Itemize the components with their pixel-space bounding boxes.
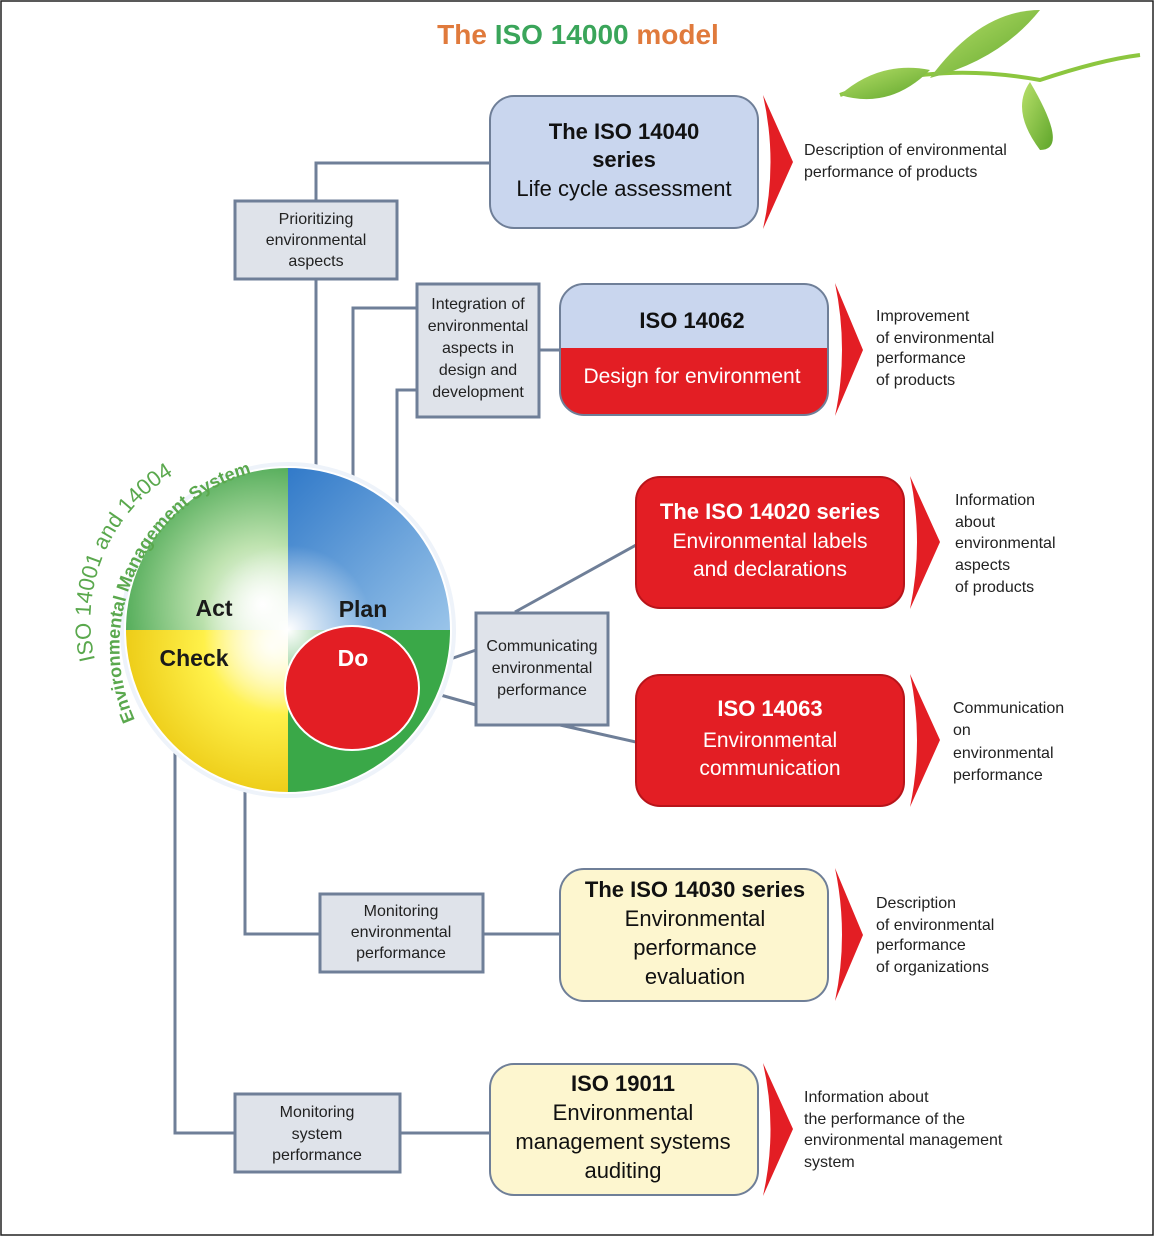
outcome-14020-line-3: environmental: [955, 535, 1056, 552]
monitoring-sys-line-2: system: [292, 1126, 343, 1143]
outcome-14020-line-5: of products: [955, 579, 1034, 596]
output-arrows: [763, 95, 940, 1196]
outcome-19011-line-1: Information about: [804, 1089, 929, 1106]
monitoring-sys-line-3: performance: [272, 1147, 362, 1164]
prioritizing-line-3: aspects: [288, 253, 343, 270]
monitoring-env-line-3: performance: [356, 945, 446, 962]
outcome-14063-line-4: performance: [953, 767, 1043, 784]
iso-14063-line-2: Environmental: [703, 729, 837, 752]
arrow-14062-icon: [835, 283, 863, 416]
leaf-decoration-icon: [839, 10, 1141, 150]
outcome-14063: Communication on environmental performan…: [953, 700, 1064, 784]
iso-19011-line-4: auditing: [584, 1158, 661, 1183]
outcome-14030-line-3: performance: [876, 937, 966, 954]
outcome-14030-line-4: of organizations: [876, 959, 989, 976]
diagram-title: The ISO 14000 model: [437, 19, 719, 50]
communicating-line-2: environmental: [492, 660, 593, 677]
outcome-14040-line-2: performance of products: [804, 164, 977, 181]
iso-14030-box: The ISO 14030 series Environmental perfo…: [559, 868, 829, 1002]
outcome-14020-line-2: about: [955, 514, 996, 531]
outcome-19011: Information about the performance of the…: [804, 1089, 1003, 1171]
prioritizing-line-2: environmental: [266, 232, 367, 249]
outcome-14062-line-1: Improvement: [876, 308, 970, 325]
outcome-14030-line-2: of environmental: [876, 917, 994, 934]
integration-line-4: design and: [439, 362, 517, 379]
monitoring-env-line-1: Monitoring: [364, 903, 439, 920]
monitoring-system-box: Monitoring system performance: [233, 1092, 402, 1174]
outcome-14030-line-1: Description: [876, 895, 956, 912]
connector-monitoring-check: [237, 767, 320, 936]
arrow-14040-icon: [763, 95, 793, 229]
communicating-box: Communicating environmental performance: [474, 611, 610, 727]
integration-line-5: development: [432, 384, 524, 401]
monitoring-sys-line-1: Monitoring: [280, 1104, 355, 1121]
iso-14030-line-4: evaluation: [645, 964, 745, 989]
plan-label: Plan: [339, 596, 388, 622]
prioritizing-box: Prioritizing environmental aspects: [233, 199, 399, 281]
iso-14020-line-3: and declarations: [693, 558, 847, 581]
iso-14063-box: ISO 14063 Environmental communication: [635, 674, 905, 807]
iso-14063-line-1: ISO 14063: [717, 696, 822, 721]
connector-communicating-14063: [559, 723, 637, 744]
prioritizing-line-1: Prioritizing: [279, 211, 354, 228]
iso-14030-line-3: performance: [633, 935, 757, 960]
outcome-14030: Description of environmental performance…: [876, 895, 994, 976]
arrow-19011-icon: [763, 1063, 793, 1196]
integration-line-3: aspects in: [442, 340, 514, 357]
arrow-14020-icon: [910, 476, 940, 609]
connector-monitoring-sys-check: [167, 712, 235, 1135]
iso-14030-line-2: Environmental: [625, 906, 766, 931]
iso-14040-line-3: Life cycle assessment: [516, 176, 731, 201]
integration-box: Integration of environmental aspects in …: [415, 282, 541, 419]
iso-14020-line-2: Environmental labels: [673, 530, 868, 553]
check-label: Check: [159, 645, 228, 671]
connector-communicating-14020: [514, 543, 637, 614]
outcome-14040: Description of environmental performance…: [804, 142, 1007, 181]
outcome-19011-line-3: environmental management: [804, 1132, 1003, 1149]
integration-line-1: Integration of: [431, 296, 525, 313]
iso-14020-line-1: The ISO 14020 series: [660, 499, 880, 524]
outcome-14062-line-2: of environmental: [876, 330, 994, 347]
iso-14062-title: ISO 14062: [639, 308, 744, 333]
iso-19011-line-3: management systems: [515, 1129, 730, 1154]
outcome-19011-line-4: system: [804, 1154, 855, 1171]
outcome-14063-line-1: Communication: [953, 700, 1064, 717]
do-disc: [284, 625, 420, 751]
outcome-14062-line-4: of products: [876, 372, 955, 389]
communicating-line-1: Communicating: [486, 638, 597, 655]
iso-14020-box: The ISO 14020 series Environmental label…: [635, 476, 905, 609]
iso-14063-line-3: communication: [699, 757, 840, 780]
iso-19011-box: ISO 19011 Environmental management syste…: [489, 1063, 759, 1196]
outcome-14062: Improvement of environmental performance…: [876, 308, 994, 389]
outcome-14063-line-3: environmental: [953, 745, 1054, 762]
iso-14062-box: ISO 14062 Design for environment: [559, 283, 829, 416]
communicating-line-3: performance: [497, 682, 587, 699]
monitoring-env-line-2: environmental: [351, 924, 452, 941]
integration-line-2: environmental: [428, 318, 529, 335]
iso-14040-line-2: series: [592, 147, 656, 172]
iso-19011-line-1: ISO 19011: [571, 1071, 675, 1096]
outcome-14040-line-1: Description of environmental: [804, 142, 1007, 159]
iso-14040-box: The ISO 14040 series Life cycle assessme…: [489, 95, 759, 229]
do-label: Do: [338, 645, 369, 671]
outcome-14063-line-2: on: [953, 722, 971, 739]
monitoring-environmental-box: Monitoring environmental performance: [318, 892, 485, 974]
iso-14062-subtitle: Design for environment: [583, 365, 800, 388]
connector-14040-prioritizing: [314, 161, 490, 200]
outcome-14020: Information about environmental aspects …: [955, 492, 1056, 596]
outcome-19011-line-2: the performance of the: [804, 1111, 965, 1128]
act-label: Act: [195, 595, 232, 621]
outcome-14020-line-1: Information: [955, 492, 1035, 509]
iso-19011-line-2: Environmental: [553, 1100, 694, 1125]
arrow-14030-icon: [835, 868, 863, 1001]
arrow-14063-icon: [910, 674, 940, 807]
outcome-14020-line-4: aspects: [955, 557, 1010, 574]
outcome-14062-line-3: performance: [876, 350, 966, 367]
iso-14030-line-1: The ISO 14030 series: [585, 877, 805, 902]
outcomes: Description of environmental performance…: [804, 142, 1064, 1171]
iso-14040-line-1: The ISO 14040: [549, 119, 699, 144]
